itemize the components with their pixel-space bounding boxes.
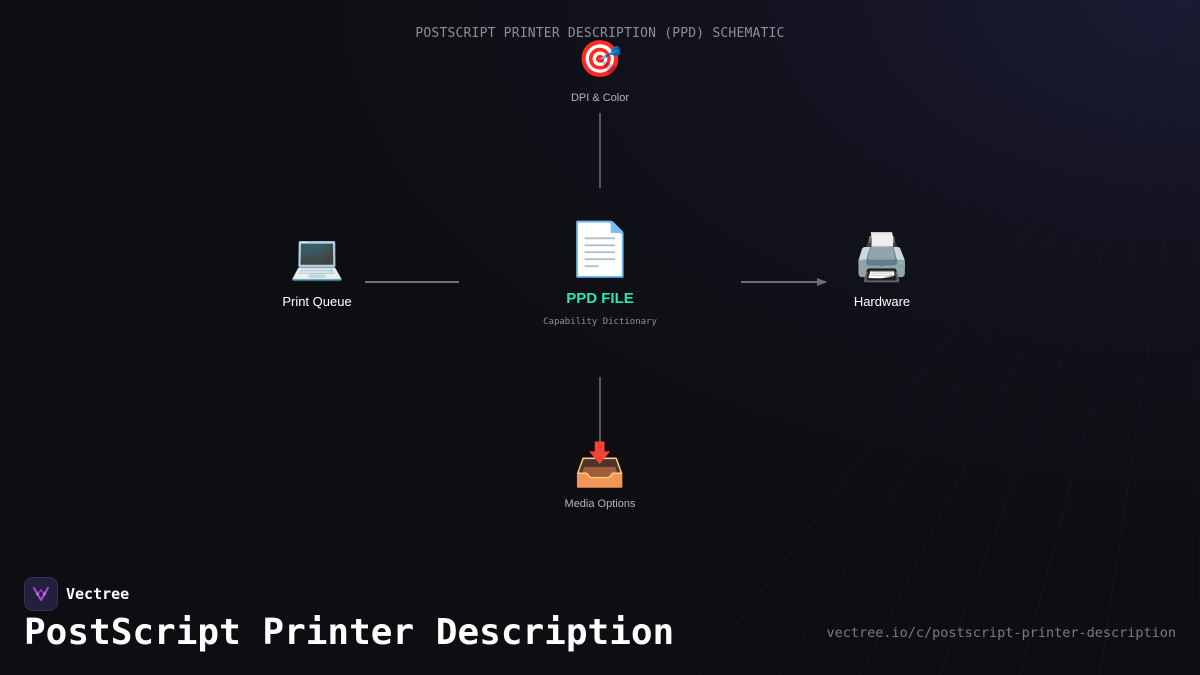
inbox-tray-icon: 📥 — [573, 440, 627, 489]
page-document-icon: 📄 — [567, 220, 633, 280]
schematic-title: POSTSCRIPT PRINTER DESCRIPTION (PPD) SCH… — [415, 26, 785, 41]
node-ppd-file-label: PPD FILE — [566, 290, 634, 307]
node-dpi-color: 🎯 DPI & Color — [570, 39, 630, 105]
brand[interactable]: Vectree — [24, 577, 129, 611]
node-print-queue: 💻 Print Queue — [282, 232, 352, 310]
node-ppd-file: 📄 PPD FILE Capability Dictionary — [543, 224, 657, 327]
node-media-options-label: Media Options — [564, 498, 636, 510]
node-media-options: 📥 Media Options — [564, 440, 636, 511]
vectree-logo-icon — [24, 577, 58, 611]
brand-name: Vectree — [66, 585, 130, 603]
target-icon: 🎯 — [577, 39, 623, 80]
node-dpi-color-label: DPI & Color — [570, 92, 630, 104]
node-hardware-label: Hardware — [853, 294, 911, 309]
page-title: PostScript Printer Description — [24, 612, 675, 653]
page-url-link[interactable]: vectree.io/c/postscript-printer-descript… — [826, 625, 1177, 641]
node-print-queue-label: Print Queue — [282, 294, 352, 309]
node-hardware: 🖨️ Hardware — [853, 234, 910, 309]
laptop-icon: 💻 — [289, 232, 345, 283]
printer-icon: 🖨️ — [853, 230, 911, 284]
node-ppd-file-sublabel: Capability Dictionary — [543, 317, 657, 327]
